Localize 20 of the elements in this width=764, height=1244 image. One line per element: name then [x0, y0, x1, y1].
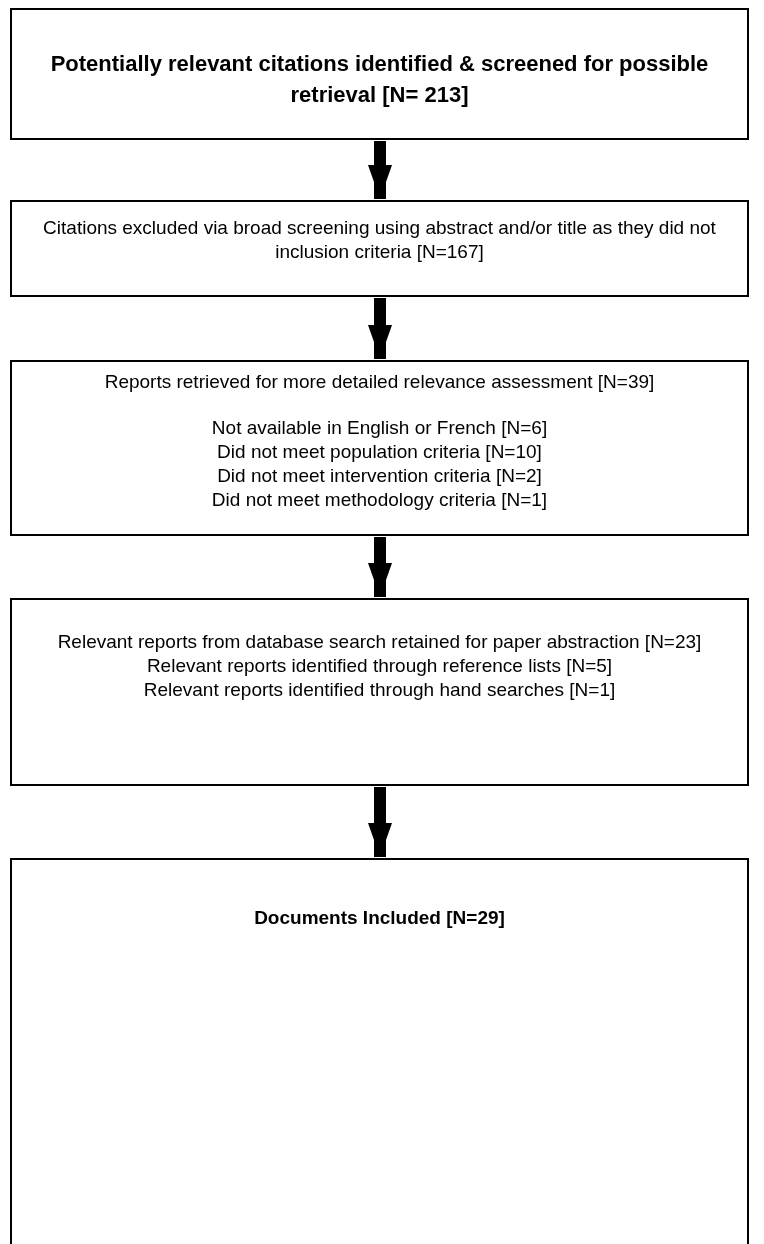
- box-text: Did not meet population criteria [N=10]: [216, 440, 543, 464]
- arrow: [368, 537, 392, 597]
- box-heading: Reports retrieved for more detailed relevance assessment [N=39]: [103, 370, 656, 394]
- box-text: Relevant reports identified through reference lists [N=5]: [145, 654, 614, 678]
- process-box: [10, 200, 749, 297]
- box-heading: Citations excluded via broad screening using abstract and/or title as they did not inclusion criteria [N=167]: [42, 216, 717, 264]
- arrow: [368, 298, 392, 359]
- box-heading: Relevant reports from database search retained for paper abstraction [N=23]: [56, 630, 703, 654]
- process-box: [10, 360, 749, 536]
- box-heading: Potentially relevant citations identified & screened for possible retrieval [N= 213]: [49, 50, 710, 109]
- box-text: Not available in English or French [N=6]: [210, 416, 549, 440]
- box-text: Did not meet methodology criteria [N=1]: [210, 488, 549, 512]
- box-text: Relevant reports identified through hand searches [N=1]: [142, 678, 617, 702]
- arrow: [368, 787, 392, 857]
- arrow: [368, 141, 392, 199]
- process-box: [10, 8, 749, 140]
- process-box: [10, 598, 749, 786]
- box-heading: Documents Included [N=29]: [253, 906, 506, 930]
- process-box: [10, 858, 749, 1244]
- box-text: Did not meet intervention criteria [N=2]: [216, 464, 543, 488]
